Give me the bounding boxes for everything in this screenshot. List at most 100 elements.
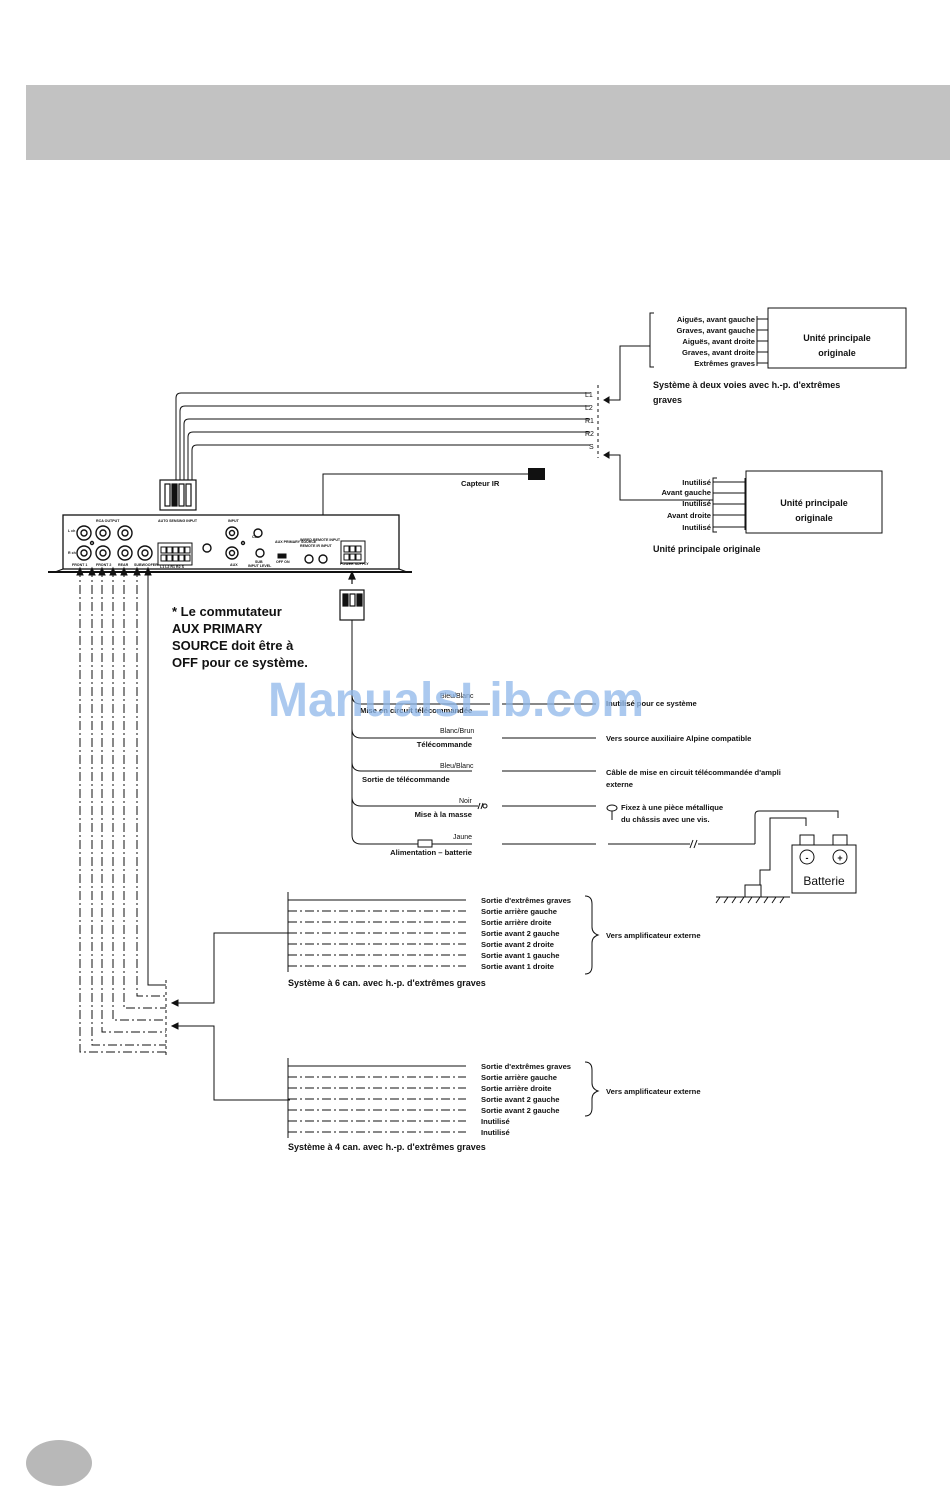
wire-destination: Inutilisé pour ce système bbox=[606, 699, 697, 708]
caption-6ch: Système à 6 can. avec h.-p. d'extrêmes g… bbox=[288, 978, 486, 988]
head-unit-box-two-way bbox=[767, 307, 907, 369]
wire-destination: externe bbox=[606, 780, 633, 789]
rear-label: REAR bbox=[118, 563, 129, 567]
channel-label: Avant droite bbox=[667, 511, 711, 520]
watermark: ManualsLib.com bbox=[268, 674, 644, 727]
output-label: Sortie d'extrêmes graves bbox=[481, 896, 571, 905]
power-connector bbox=[339, 570, 365, 621]
output-label: Sortie avant 2 gauche bbox=[481, 1095, 560, 1104]
power-harness bbox=[351, 620, 596, 848]
note-line: SOURCE doit être à bbox=[172, 638, 294, 653]
wire-color: Bleu/Blanc bbox=[440, 763, 474, 770]
channel-label: Inutilisé bbox=[682, 523, 711, 532]
wire-destination: Câble de mise en circuit télécommandée d… bbox=[606, 768, 781, 777]
input-bus bbox=[175, 385, 599, 484]
ir-sensor-body bbox=[528, 468, 545, 480]
output-label: Sortie avant 2 gauche bbox=[481, 929, 560, 938]
remote-ir-label: REMOTE IR INPUT bbox=[300, 544, 333, 548]
pin-label-l1: L1 bbox=[585, 392, 593, 399]
caption-4ch: Système à 4 can. avec h.-p. d'extrêmes g… bbox=[288, 1142, 486, 1152]
pin-label-l2: L2 bbox=[585, 405, 593, 412]
input-label: INPUT bbox=[228, 519, 240, 523]
front1-label: FRONT 1 bbox=[72, 563, 87, 567]
output-label: Sortie arrière droite bbox=[481, 918, 551, 927]
auto-sensing-label: AUTO SENSING INPUT bbox=[158, 519, 198, 523]
wire-color: Blanc/Brun bbox=[440, 728, 474, 735]
wire-destination: du châssis avec une vis. bbox=[621, 815, 710, 824]
output-label: Sortie arrière gauche bbox=[481, 907, 557, 916]
note-line: OFF pour ce système. bbox=[172, 655, 308, 670]
battery-plus-terminal bbox=[832, 849, 848, 865]
head-unit-box-line2: originale bbox=[795, 513, 833, 523]
page-number-bubble bbox=[26, 1440, 92, 1486]
output-label: Sortie avant 1 droite bbox=[481, 962, 554, 971]
note-line: * Le commutateur bbox=[172, 604, 282, 619]
output-label: Sortie arrière droite bbox=[481, 1084, 551, 1093]
screw-icon bbox=[606, 804, 618, 820]
pin-row-label: L1 L2 R1 R2 S bbox=[160, 565, 185, 569]
wire-destination: Fixez à une pièce métallique bbox=[621, 803, 723, 812]
destination-label: Vers amplificateur externe bbox=[606, 1087, 701, 1096]
wire-label: Télécommande bbox=[417, 740, 472, 749]
note-block: * Le commutateur AUX PRIMARY SOURCE doit… bbox=[172, 604, 308, 670]
aux-primary-label: AUX PRIMARY SOURCE bbox=[275, 540, 317, 544]
pin-label-r1: R1 bbox=[585, 418, 594, 425]
ir-sensor-label: Capteur IR bbox=[461, 479, 500, 488]
output-label: Sortie avant 2 gauche bbox=[481, 1106, 560, 1115]
battery-minus-terminal bbox=[799, 849, 815, 865]
power-supply-label: POWER SUPPLY bbox=[340, 562, 369, 566]
wire-color: Jaune bbox=[453, 834, 472, 841]
output-label: Sortie d'extrêmes graves bbox=[481, 1062, 571, 1071]
head-unit-two-way: Unité principale originale Aiguës, avant… bbox=[603, 307, 907, 405]
pin-label-s: S bbox=[589, 444, 594, 451]
battery-minus-label: - bbox=[806, 853, 809, 863]
destination-label: Vers amplificateur externe bbox=[606, 931, 701, 940]
output-label: Sortie avant 1 gauche bbox=[481, 951, 560, 960]
caption-two-way-line2: graves bbox=[653, 395, 682, 405]
channel-label: Graves, avant droite bbox=[682, 348, 755, 357]
head-unit-box-original bbox=[745, 470, 883, 534]
header-band bbox=[26, 85, 950, 160]
aux-label: AUX bbox=[230, 563, 238, 567]
caption-original: Unité principale originale bbox=[653, 544, 761, 554]
rca-cables bbox=[76, 566, 290, 1101]
output-label: Sortie avant 2 droite bbox=[481, 940, 554, 949]
rca-output-label: RCA OUTPUT bbox=[96, 519, 120, 523]
off-on-label: OFF ON bbox=[276, 560, 290, 564]
device-panel: RCA OUTPUT AUTO SENSING INPUT INPUT WIRE… bbox=[48, 514, 412, 573]
input-connector bbox=[159, 479, 197, 511]
channel-label: Avant gauche bbox=[661, 488, 711, 497]
channel-label: Inutilisé bbox=[682, 499, 711, 508]
wire-color: Bleu/Blanc bbox=[440, 693, 474, 700]
wire-color: Noir bbox=[459, 798, 473, 805]
pin-label-r2: R2 bbox=[585, 431, 594, 438]
wire-label: Mise à la masse bbox=[415, 810, 472, 819]
wire-label: Mise en circuit télécommandée bbox=[360, 706, 472, 715]
head-unit-box-line1: Unité principale bbox=[803, 333, 871, 343]
sub-label: SUB bbox=[255, 560, 263, 564]
head-unit-box-line1: Unité principale bbox=[780, 498, 848, 508]
channel-label: Inutilisé bbox=[682, 478, 711, 487]
input-level-label: INPUT LEVEL bbox=[248, 564, 272, 568]
channel-label: Aiguës, avant gauche bbox=[677, 315, 755, 324]
channel-label: Graves, avant gauche bbox=[676, 326, 755, 335]
output-label: Inutilisé bbox=[481, 1128, 510, 1137]
output-label: Sortie arrière gauche bbox=[481, 1073, 557, 1082]
wire-label: Sortie de télécommande bbox=[362, 775, 450, 784]
head-unit-original: Unité principale originale Inutilisé Ava… bbox=[603, 451, 883, 554]
head-unit-box-line2: originale bbox=[818, 348, 856, 358]
caption-two-way-line1: Système à deux voies avec h.-p. d'extrêm… bbox=[653, 380, 840, 390]
channel-label: Extrêmes graves bbox=[694, 359, 755, 368]
battery-label: Batterie bbox=[803, 874, 845, 888]
rch-label: R ch bbox=[68, 551, 76, 555]
output-label: Inutilisé bbox=[481, 1117, 510, 1126]
battery-circuit bbox=[608, 810, 839, 904]
wire-destination: Vers source auxiliaire Alpine compatible bbox=[606, 734, 751, 743]
wired-remote-label: WIRED REMOTE INPUT bbox=[300, 538, 341, 542]
channel-label: Aiguës, avant droite bbox=[682, 337, 755, 346]
system-4ch: Sortie d'extrêmes graves Sortie arrière … bbox=[287, 1058, 701, 1152]
battery: - + Batterie bbox=[791, 834, 857, 894]
wire-label: Alimentation – batterie bbox=[390, 848, 472, 857]
subwoofer-label: SUBWOOFER bbox=[134, 563, 158, 567]
